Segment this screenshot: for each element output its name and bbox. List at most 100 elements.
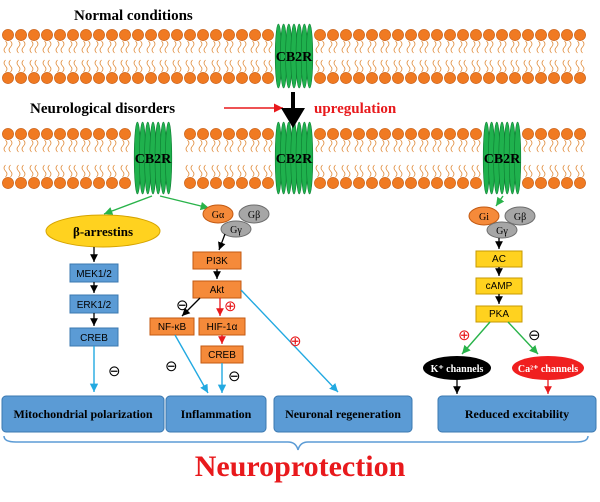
lipid-head xyxy=(171,29,183,41)
grouping-brace xyxy=(3,435,589,451)
g-beta-right-node: Gβ xyxy=(504,206,536,226)
lipid-head xyxy=(405,177,417,189)
g-gamma-node: Gγ xyxy=(220,220,252,238)
lipid-head xyxy=(457,128,469,140)
lipid-head xyxy=(158,72,170,84)
lipid-head xyxy=(457,72,469,84)
lipid-head xyxy=(418,29,430,41)
lipid-head xyxy=(327,128,339,140)
lipid-head xyxy=(223,72,235,84)
lipid-head xyxy=(535,72,547,84)
cb2r-receptor: CB2R xyxy=(133,121,172,195)
lipid-head xyxy=(28,128,40,140)
lipid-head xyxy=(444,72,456,84)
lipid-head xyxy=(561,72,573,84)
lipid-head xyxy=(444,177,456,189)
lipid-head xyxy=(561,128,573,140)
neuronal-regeneration-box: Neuronal regeneration xyxy=(273,395,413,433)
lipid-head xyxy=(93,29,105,41)
lipid-head xyxy=(184,29,196,41)
lipid-head xyxy=(522,72,534,84)
reduced-excitability-box: Reduced excitability xyxy=(437,395,597,433)
lipid-head xyxy=(67,29,79,41)
plus-sign-akt-hif: ⊕ xyxy=(224,299,237,315)
lipid-head xyxy=(132,29,144,41)
lipid-head xyxy=(535,128,547,140)
lipid-head xyxy=(444,128,456,140)
k-channels-label: K⁺ channels xyxy=(431,364,484,375)
lipid-head xyxy=(353,29,365,41)
lipid-head xyxy=(262,72,274,84)
erk-box: ERK1/2 xyxy=(69,294,119,314)
lipid-head xyxy=(106,128,118,140)
lipid-head xyxy=(444,29,456,41)
lipid-head xyxy=(418,177,430,189)
lipid-head xyxy=(574,72,586,84)
cell-membrane-normal xyxy=(2,29,586,84)
lipid-head xyxy=(15,128,27,140)
lipid-head xyxy=(353,177,365,189)
lipid-head xyxy=(28,72,40,84)
lipid-head xyxy=(249,128,261,140)
cell-membrane-disorder xyxy=(2,128,586,189)
g-beta-label: Gβ xyxy=(248,210,260,221)
lipid-head xyxy=(431,72,443,84)
lipid-head xyxy=(431,177,443,189)
lipid-head xyxy=(314,177,326,189)
lipid-head xyxy=(496,72,508,84)
g-alpha-node: Gα xyxy=(202,204,234,224)
minus-sign-ca: ⊖ xyxy=(528,328,541,344)
lipid-head xyxy=(80,29,92,41)
lipid-head xyxy=(236,177,248,189)
lipid-head xyxy=(2,128,14,140)
lipid-head xyxy=(327,72,339,84)
lipid-head xyxy=(2,72,14,84)
lipid-head xyxy=(522,128,534,140)
upregulation-label: upregulation xyxy=(314,101,397,117)
camp-label: cAMP xyxy=(486,281,513,292)
lipid-head xyxy=(262,177,274,189)
lipid-head xyxy=(535,29,547,41)
lipid-head xyxy=(158,29,170,41)
lipid-head xyxy=(561,177,573,189)
lipid-head xyxy=(184,128,196,140)
lipid-head xyxy=(93,72,105,84)
lipid-head xyxy=(197,72,209,84)
lipid-head xyxy=(93,128,105,140)
lipid-head xyxy=(236,128,248,140)
arrow-cb2r-galpha xyxy=(159,195,210,211)
lipid-head xyxy=(548,177,560,189)
lipid-head xyxy=(223,128,235,140)
lipid-head xyxy=(80,128,92,140)
reduced-excitability-label: Reduced excitability xyxy=(465,407,569,421)
lipid-head xyxy=(223,177,235,189)
lipid-head xyxy=(67,72,79,84)
cb2r-receptor: CB2R xyxy=(274,23,313,89)
g-beta-right-label: Gβ xyxy=(514,212,526,223)
lipid-head xyxy=(366,128,378,140)
lipid-head xyxy=(366,177,378,189)
lipid-head xyxy=(15,177,27,189)
lipid-head xyxy=(405,72,417,84)
lipid-head xyxy=(28,177,40,189)
cb2r-label: CB2R xyxy=(484,152,521,167)
lipid-head xyxy=(522,177,534,189)
g-alpha-label: Gα xyxy=(212,210,225,221)
mek-box: MEK1/2 xyxy=(69,263,119,283)
neurological-disorders-label: Neurological disorders xyxy=(30,101,175,117)
ac-box: AC xyxy=(475,250,523,268)
cb2r-receptor: CB2R xyxy=(482,121,521,195)
lipid-head xyxy=(470,128,482,140)
arrow-g-pi3k xyxy=(218,233,226,251)
beta-arrestins-node xyxy=(45,214,161,248)
arrow-pka-ca xyxy=(507,321,539,355)
nfkb-box: NF-κB xyxy=(149,317,195,336)
lipid-head xyxy=(353,128,365,140)
beta-arrestins-label: β-arrestins xyxy=(73,224,133,239)
ac-label: AC xyxy=(492,254,506,265)
hif-label: HIF-1α xyxy=(207,322,238,333)
lipid-head xyxy=(119,29,131,41)
akt-box: Akt xyxy=(192,280,242,299)
